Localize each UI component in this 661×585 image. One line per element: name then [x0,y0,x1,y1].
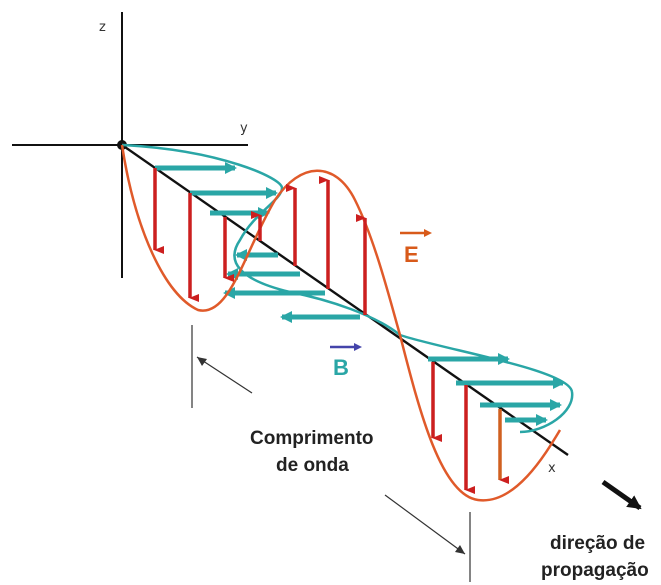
e-field-label: E [404,242,419,267]
propagation-arrow [601,479,642,511]
wavelength-indicator: Comprimento de onda [191,325,471,582]
wavelength-label-line2: de onda [276,455,349,476]
z-axis-label: z [99,20,106,35]
b-field [121,143,574,434]
b-vector-head [354,343,362,351]
e-arrows [153,168,509,494]
b-label-group: B [330,343,362,380]
x-axis [121,144,569,456]
propagation-indicator: direção de propagação [541,479,649,581]
b-arrows [155,162,565,426]
e-wave-curve [120,144,562,502]
y-axis-label: y [240,121,248,136]
propagation-label-line1: direção de [550,533,645,554]
b-field-label: B [333,355,349,380]
x-axis-label: x [548,461,556,476]
propagation-label-line2: propagação [541,560,649,581]
wavelength-pointer-left-head [197,357,207,366]
e-vector-head [424,229,432,237]
e-field [120,144,562,502]
e-label-group: E [400,229,432,267]
wavelength-pointer-left [196,356,253,394]
wavelength-label-line1: Comprimento [250,428,374,449]
wavelength-pointer-right-head [455,545,465,554]
wavelength-pointer-right [384,494,466,555]
